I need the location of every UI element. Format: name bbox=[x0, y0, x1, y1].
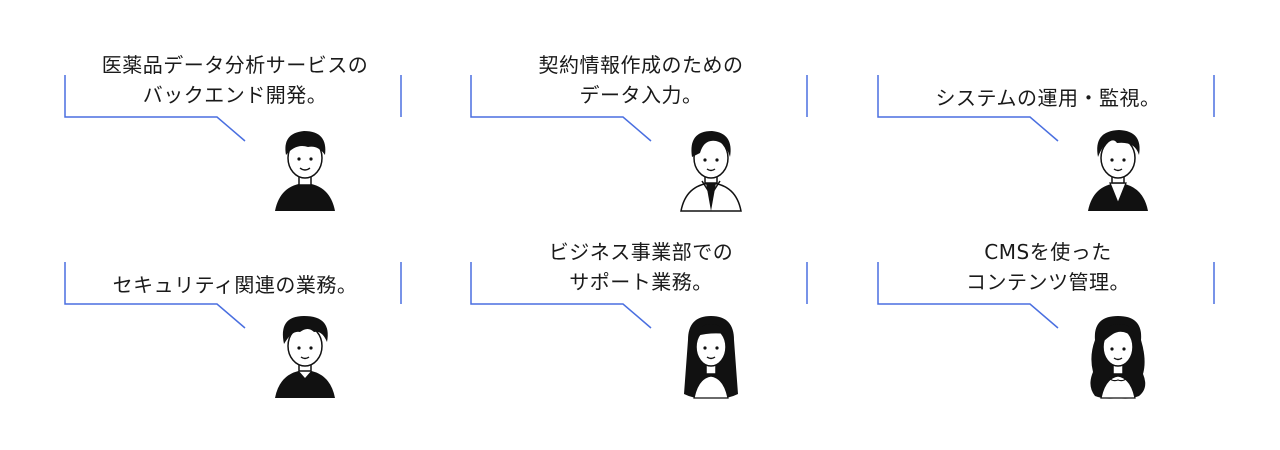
task-line-2: サポート業務。 bbox=[569, 270, 713, 294]
speech-bubble-outline bbox=[64, 75, 402, 142]
task-card-6: CMSを使った コンテンツ管理。 bbox=[877, 232, 1218, 402]
task-line-1: 医薬品データ分析サービスの bbox=[101, 53, 369, 77]
speech-bubble-outline bbox=[64, 262, 402, 329]
task-line-1: 契約情報作成のための bbox=[538, 53, 744, 77]
task-line-2: コンテンツ管理。 bbox=[966, 270, 1130, 294]
short-hair-man-icon bbox=[275, 131, 335, 211]
curly-hair-man-icon bbox=[275, 316, 335, 398]
long-hair-woman-icon bbox=[684, 316, 738, 399]
speech-bubble-outline bbox=[877, 262, 1215, 329]
collared-shirt-man-icon bbox=[680, 131, 742, 212]
task-card-5: ビジネス事業部での サポート業務。 bbox=[470, 232, 811, 402]
task-card-3: システムの運用・監視。 bbox=[877, 45, 1218, 215]
task-line-1: ビジネス事業部での bbox=[548, 240, 734, 264]
task-card-2: 契約情報作成のための データ入力。 bbox=[470, 45, 811, 215]
task-description: 契約情報作成のための データ入力。 bbox=[471, 50, 811, 110]
task-line-1: CMSを使った bbox=[984, 240, 1112, 264]
task-line-2: データ入力。 bbox=[579, 83, 703, 107]
jacket-man-icon bbox=[1088, 130, 1148, 211]
task-description: システムの運用・監視。 bbox=[878, 83, 1218, 113]
task-line-1: システムの運用・監視。 bbox=[935, 86, 1161, 110]
task-description: CMSを使った コンテンツ管理。 bbox=[878, 237, 1218, 297]
task-description: ビジネス事業部での サポート業務。 bbox=[471, 237, 811, 297]
task-description: 医薬品データ分析サービスの バックエンド開発。 bbox=[65, 50, 405, 110]
task-line-1: セキュリティ関連の業務。 bbox=[112, 273, 358, 297]
task-card-1: 医薬品データ分析サービスの バックエンド開発。 bbox=[64, 45, 405, 215]
speech-bubble-outline bbox=[470, 262, 808, 329]
speech-bubble-outline bbox=[470, 75, 808, 142]
task-description: セキュリティ関連の業務。 bbox=[65, 270, 405, 300]
task-card-4: セキュリティ関連の業務。 bbox=[64, 232, 405, 402]
wavy-hair-woman-icon bbox=[1090, 316, 1146, 399]
speech-bubble-outline bbox=[877, 75, 1215, 142]
task-line-2: バックエンド開発。 bbox=[142, 83, 328, 107]
